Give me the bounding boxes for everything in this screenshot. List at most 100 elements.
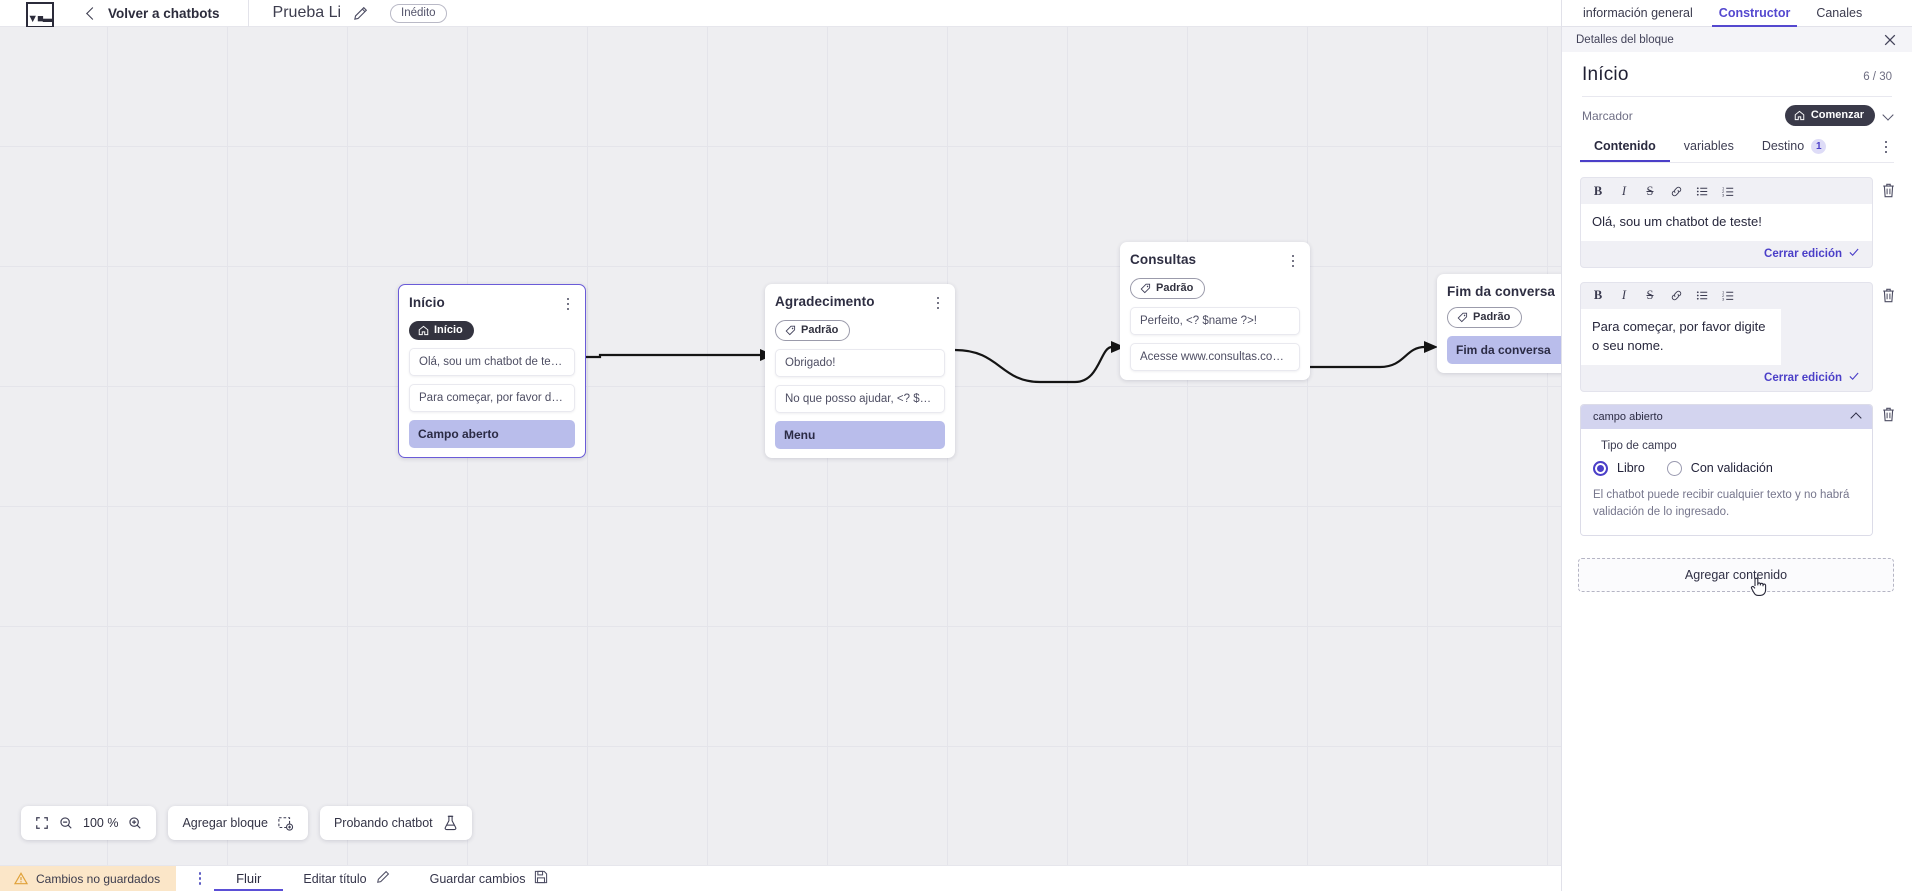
node-tag-padrao: Padrão (1447, 307, 1523, 328)
add-block-button[interactable]: Agregar bloque (168, 806, 308, 840)
richtext-content[interactable]: Olá, sou um chatbot de teste! (1581, 204, 1872, 241)
zoom-out-icon[interactable] (59, 816, 73, 830)
campo-abierto-header[interactable]: campo abierto (1581, 404, 1872, 429)
node-menu-icon[interactable] (1286, 252, 1300, 270)
back-to-chatbots-link[interactable]: Volver a chatbots (108, 5, 220, 21)
node-header: Início (409, 295, 575, 313)
svg-text:1: 1 (1722, 290, 1725, 295)
campo-abierto-card[interactable]: campo abierto Tipo de campo Libro (1580, 403, 1873, 537)
warning-icon (13, 872, 29, 885)
node-tag-padrao: Padrão (1130, 278, 1206, 299)
node-tag-inicio: Início (409, 321, 474, 340)
block-header: Início 6 / 30 (1562, 52, 1912, 86)
node-row[interactable]: Menu (775, 421, 945, 449)
test-chatbot-button[interactable]: Probando chatbot (319, 806, 472, 840)
radio-con-validacion[interactable]: Con validación (1666, 460, 1773, 476)
save-changes-button[interactable]: Guardar cambios (410, 870, 569, 887)
more-vertical-icon[interactable] (192, 869, 208, 889)
node-row[interactable]: Acesse www.consultas.com par... (1130, 343, 1300, 371)
richtext-content[interactable]: Para começar, por favor digite o seu nom… (1581, 308, 1781, 365)
link-icon[interactable] (1663, 283, 1689, 309)
strikethrough-icon[interactable]: S (1646, 288, 1654, 303)
flow-node-inicio[interactable]: Início Início Olá, sou um chatbot de tes… (398, 284, 586, 458)
footer-bar: Cambios no guardados Fluir Editar título… (0, 865, 1561, 891)
tab-destino-label: Destino (1761, 139, 1805, 153)
marker-chip-label: Comenzar (1810, 109, 1864, 121)
chatbot-logo-icon[interactable]: ▼■▬ (26, 2, 54, 28)
check-icon[interactable] (1848, 245, 1860, 263)
panel-subheader: Detalles del bloque (1562, 27, 1912, 52)
chevron-up-icon[interactable] (1851, 411, 1862, 422)
marker-label: Marcador (1582, 108, 1633, 123)
radio-libro[interactable]: Libro (1593, 460, 1657, 476)
check-icon[interactable] (1848, 369, 1860, 387)
close-edition-link[interactable]: Cerrar edición (1764, 247, 1842, 260)
campo-abierto-help-text: El chatbot puede recibir cualquier texto… (1593, 488, 1850, 518)
node-row[interactable]: Olá, sou um chatbot de teste! (409, 348, 575, 376)
trash-icon[interactable] (1881, 182, 1896, 199)
svg-text:2: 2 (1722, 293, 1725, 298)
svg-text:3: 3 (1722, 192, 1725, 197)
bullet-list-icon[interactable] (1689, 283, 1715, 309)
fit-screen-icon[interactable] (35, 816, 49, 830)
italic-icon[interactable]: I (1621, 183, 1627, 198)
bold-icon[interactable]: B (1593, 183, 1603, 198)
flow-node-agradecimento[interactable]: Agradecimento Padrão Obrigado! No que po… (765, 284, 955, 458)
link-icon[interactable] (1663, 178, 1689, 204)
flow-node-fim-da-conversa[interactable]: Fim da conversa Padrão Fim da conversa (1437, 274, 1561, 373)
chevron-left-icon[interactable] (84, 6, 98, 20)
richtext-footer: Cerrar edición (1581, 365, 1872, 391)
node-row[interactable]: Fim da conversa (1447, 336, 1561, 364)
unsaved-changes-label: Cambios no guardados (36, 871, 161, 886)
flow-canvas[interactable]: Início Início Olá, sou um chatbot de tes… (0, 27, 1561, 865)
node-row[interactable]: Para começar, por favor digite o ... (409, 384, 575, 412)
node-menu-icon[interactable] (931, 294, 945, 312)
pencil-icon[interactable] (353, 6, 368, 21)
flow-node-consultas[interactable]: Consultas Padrão Perfeito, <? $name ?>! … (1120, 242, 1310, 380)
bullet-list-icon[interactable] (1689, 178, 1715, 204)
close-edition-link[interactable]: Cerrar edición (1764, 371, 1842, 384)
edit-title-button[interactable]: Editar título (283, 870, 409, 887)
svg-text:3: 3 (1722, 297, 1725, 302)
tab-variables[interactable]: variables (1670, 139, 1748, 161)
test-chatbot-label: Probando chatbot (333, 816, 433, 830)
tab-fluir[interactable]: Fluir (214, 866, 284, 891)
zoom-in-icon[interactable] (128, 816, 142, 830)
tab-destino[interactable]: Destino 1 (1748, 138, 1840, 162)
zoom-controls[interactable]: 100 % (21, 806, 157, 840)
node-menu-icon[interactable] (561, 295, 575, 313)
add-content-label: Agregar contenido (1684, 568, 1788, 583)
node-title: Fim da conversa (1447, 284, 1556, 299)
more-vertical-icon[interactable] (1878, 138, 1894, 156)
chevron-down-icon[interactable] (1883, 110, 1894, 121)
node-header: Fim da conversa (1447, 284, 1561, 299)
page-title: Prueba Li (272, 4, 342, 21)
italic-icon[interactable]: I (1621, 288, 1627, 303)
trash-icon[interactable] (1881, 406, 1896, 423)
tab-informacion-general[interactable]: información general (1583, 6, 1693, 20)
tag-icon (1140, 283, 1151, 293)
tipo-de-campo-radiogroup: Libro Con validación (1593, 460, 1860, 476)
strikethrough-icon[interactable]: S (1646, 183, 1654, 198)
node-row[interactable]: No que posso ajudar, <? $name ... (775, 385, 945, 413)
marker-chip-comenzar[interactable]: Comenzar (1784, 105, 1875, 126)
node-row[interactable]: Obrigado! (775, 349, 945, 377)
add-content-button[interactable]: Agregar contenido (1578, 558, 1894, 596)
node-row[interactable]: Campo aberto (409, 420, 575, 448)
node-row[interactable]: Perfeito, <? $name ?>! (1130, 307, 1300, 335)
tab-constructor[interactable]: Constructor (1706, 0, 1804, 27)
tab-fluir-label: Fluir (236, 871, 262, 886)
close-icon[interactable] (1882, 32, 1898, 48)
tab-canales[interactable]: Canales (1816, 6, 1863, 20)
bold-icon[interactable]: B (1593, 288, 1603, 303)
trash-icon[interactable] (1881, 287, 1896, 304)
node-title: Consultas (1130, 252, 1197, 267)
tab-contenido[interactable]: Contenido (1580, 139, 1670, 162)
